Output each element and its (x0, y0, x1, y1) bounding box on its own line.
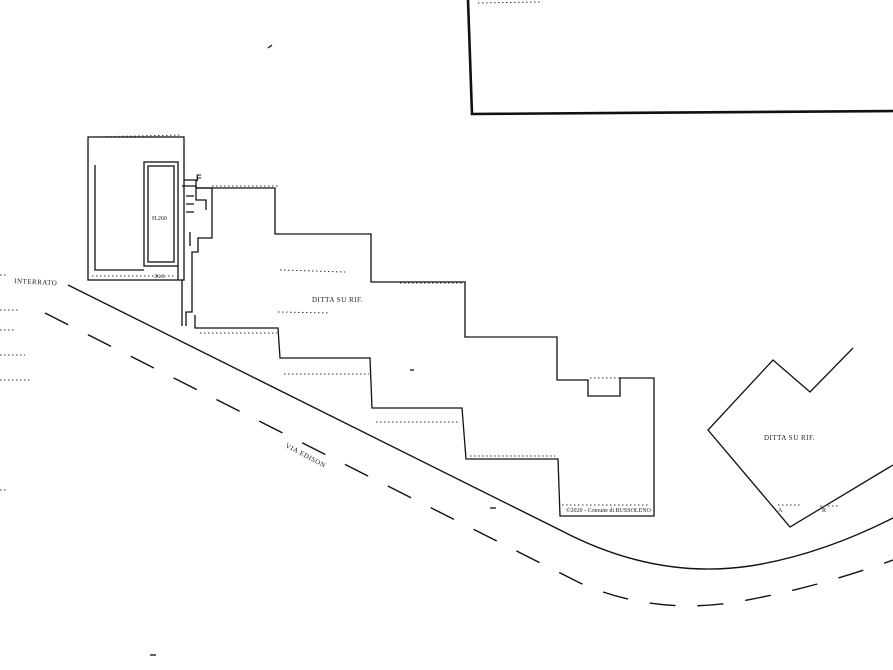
street-lines (44, 284, 893, 607)
other-property-label-2: DITTA SU RIF. (764, 434, 815, 442)
mark-b-label: R (822, 508, 826, 514)
street-name-label: VIA EDISON (284, 442, 327, 470)
credit-label: ©2020 - Comune di BUSSOLENO (566, 507, 652, 514)
drafting-marks (0, 44, 496, 656)
mark-a-label: A (778, 508, 783, 514)
building-outline (185, 185, 655, 517)
neighbour-building (707, 347, 893, 528)
door-mark-label: F (196, 173, 202, 183)
upper-boundary (466, 0, 893, 116)
room-height-label: H.260 (152, 216, 167, 222)
basement-block (87, 134, 207, 326)
other-property-label-1: DITTA SU RIF. (312, 296, 363, 304)
measure-label: 36.6 (154, 274, 165, 280)
interrato-label: INTERRATO (14, 277, 58, 287)
